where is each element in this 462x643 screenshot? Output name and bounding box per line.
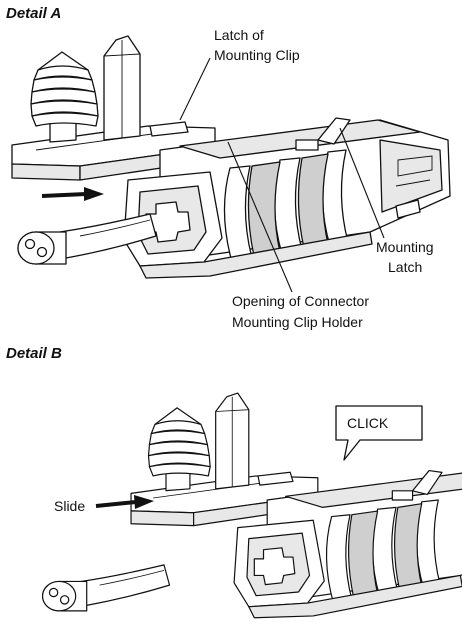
detail-b: Detail B Slide CLICK xyxy=(6,345,462,619)
click-callout: CLICK xyxy=(335,405,423,461)
detail-a: Detail A Latch of Mounting Clip Mounting… xyxy=(6,5,451,330)
arrow-icon xyxy=(41,187,104,201)
opening-leader xyxy=(227,141,293,293)
opening-label-line2: Mounting Clip Holder xyxy=(232,314,363,330)
mounting-latch-leader xyxy=(339,127,385,239)
latch-clip-label-line2: Mounting Clip xyxy=(214,47,300,63)
arrow-icon xyxy=(95,495,154,509)
click-label: CLICK xyxy=(347,415,389,431)
latch-clip-leader xyxy=(179,57,211,121)
opening-label-line1: Opening of Connector xyxy=(232,293,369,309)
mounting-latch-label-line1: Mounting xyxy=(376,239,434,255)
latch-clip-label-line1: Latch of xyxy=(214,27,264,43)
mounting-latch-label-line2: Latch xyxy=(388,259,422,275)
slide-label: Slide xyxy=(54,498,85,514)
detail-b-title: Detail B xyxy=(6,345,62,362)
detail-a-title: Detail A xyxy=(6,5,61,22)
wire-harness-icon xyxy=(41,564,171,612)
